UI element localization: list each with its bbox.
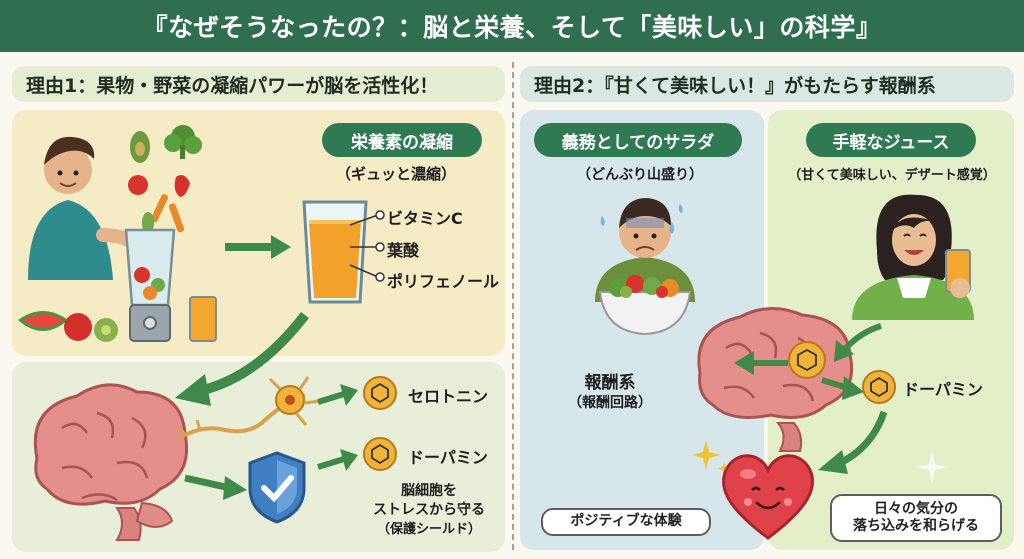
reason1-header: 理由1：果物・野菜の凝縮パワーが脳を活性化！: [12, 66, 505, 102]
mood-relief-line-1: 日々の気分の: [874, 500, 958, 517]
arrow-serotonin: [317, 384, 358, 406]
shield-caption-1: 脳細胞を: [401, 483, 457, 499]
dopamine-label-left: ドーパミン: [408, 448, 488, 467]
nutrient-vitamin-c: ビタミンC: [387, 209, 463, 228]
arrow-juice-to-brain: [834, 323, 882, 362]
smiling-woman-with-juice-illustration: [852, 194, 974, 320]
casual-juice-pill: 手軽なジュース: [806, 123, 976, 157]
shield-caption-2: ストレスから守る: [373, 502, 485, 518]
mood-relief-bubble: 日々の気分の 落ち込みを和らげる: [830, 494, 1002, 542]
arrow-to-shield: [184, 474, 247, 500]
arrow-to-brain: [175, 311, 309, 406]
page-title: 『なぜそうなったの？：脳と栄養、そして「美味しい」の科学』: [0, 0, 1024, 52]
worried-man-with-salad-illustration: [595, 198, 695, 336]
reason2-header: 理由2：『甘くて美味しい！』がもたらす報酬系: [520, 66, 1014, 102]
smiling-heart-illustration: [721, 454, 815, 540]
brain-illustration: [33, 383, 189, 541]
nutrient-concentration-sub: （ギュッと濃縮）: [336, 165, 457, 183]
brain-dopamine-molecule-icon: [788, 341, 826, 379]
salad-obligation-sub: （どんぶり山盛り）: [577, 167, 703, 183]
serotonin-label: セロトニン: [408, 387, 489, 406]
shield-caption-3: （保護シールド）: [376, 522, 481, 537]
nutrient-leader-lines: [349, 210, 385, 282]
person-blender-illustration: [18, 125, 217, 342]
dopamine-molecule-icon-left: [363, 437, 397, 471]
dopamine-molecule-icon-right: [862, 370, 896, 404]
dopamine-label-right: ドーパミン: [903, 380, 983, 399]
reward-system-sub: （報酬回路）: [568, 395, 652, 411]
salad-obligation-pill: 義務としてのサラダ: [534, 123, 742, 157]
sparkle-faint-icon: [915, 450, 949, 484]
positive-experience-bubble: ポジティブな体験: [541, 508, 711, 536]
mood-relief-line-2: 落ち込みを和らげる: [853, 518, 979, 534]
serotonin-molecule-icon: [363, 376, 397, 410]
arrow-dopamine-left: [317, 449, 358, 471]
juice-glass-illustration: [302, 200, 368, 304]
nutrient-concentration-pill: 栄養素の凝縮: [322, 123, 482, 157]
neuron-illustration: [177, 376, 321, 443]
arrow-brain-inner: [734, 351, 788, 375]
shield-icon: [248, 451, 306, 524]
nutrient-polyphenol: ポリフェノール: [387, 272, 500, 291]
panel-divider: [512, 62, 514, 550]
sparkle-icon: [692, 440, 730, 475]
reward-system-title: 報酬系: [584, 373, 636, 393]
arrow-to-dopamine-right: [821, 376, 864, 400]
arrow-to-heart: [818, 410, 888, 474]
nutrient-folate: 葉酸: [387, 241, 420, 260]
arrow-to-juice: [225, 235, 291, 259]
casual-juice-sub: （甘くて美味しい、デザート感覚）: [788, 168, 996, 183]
